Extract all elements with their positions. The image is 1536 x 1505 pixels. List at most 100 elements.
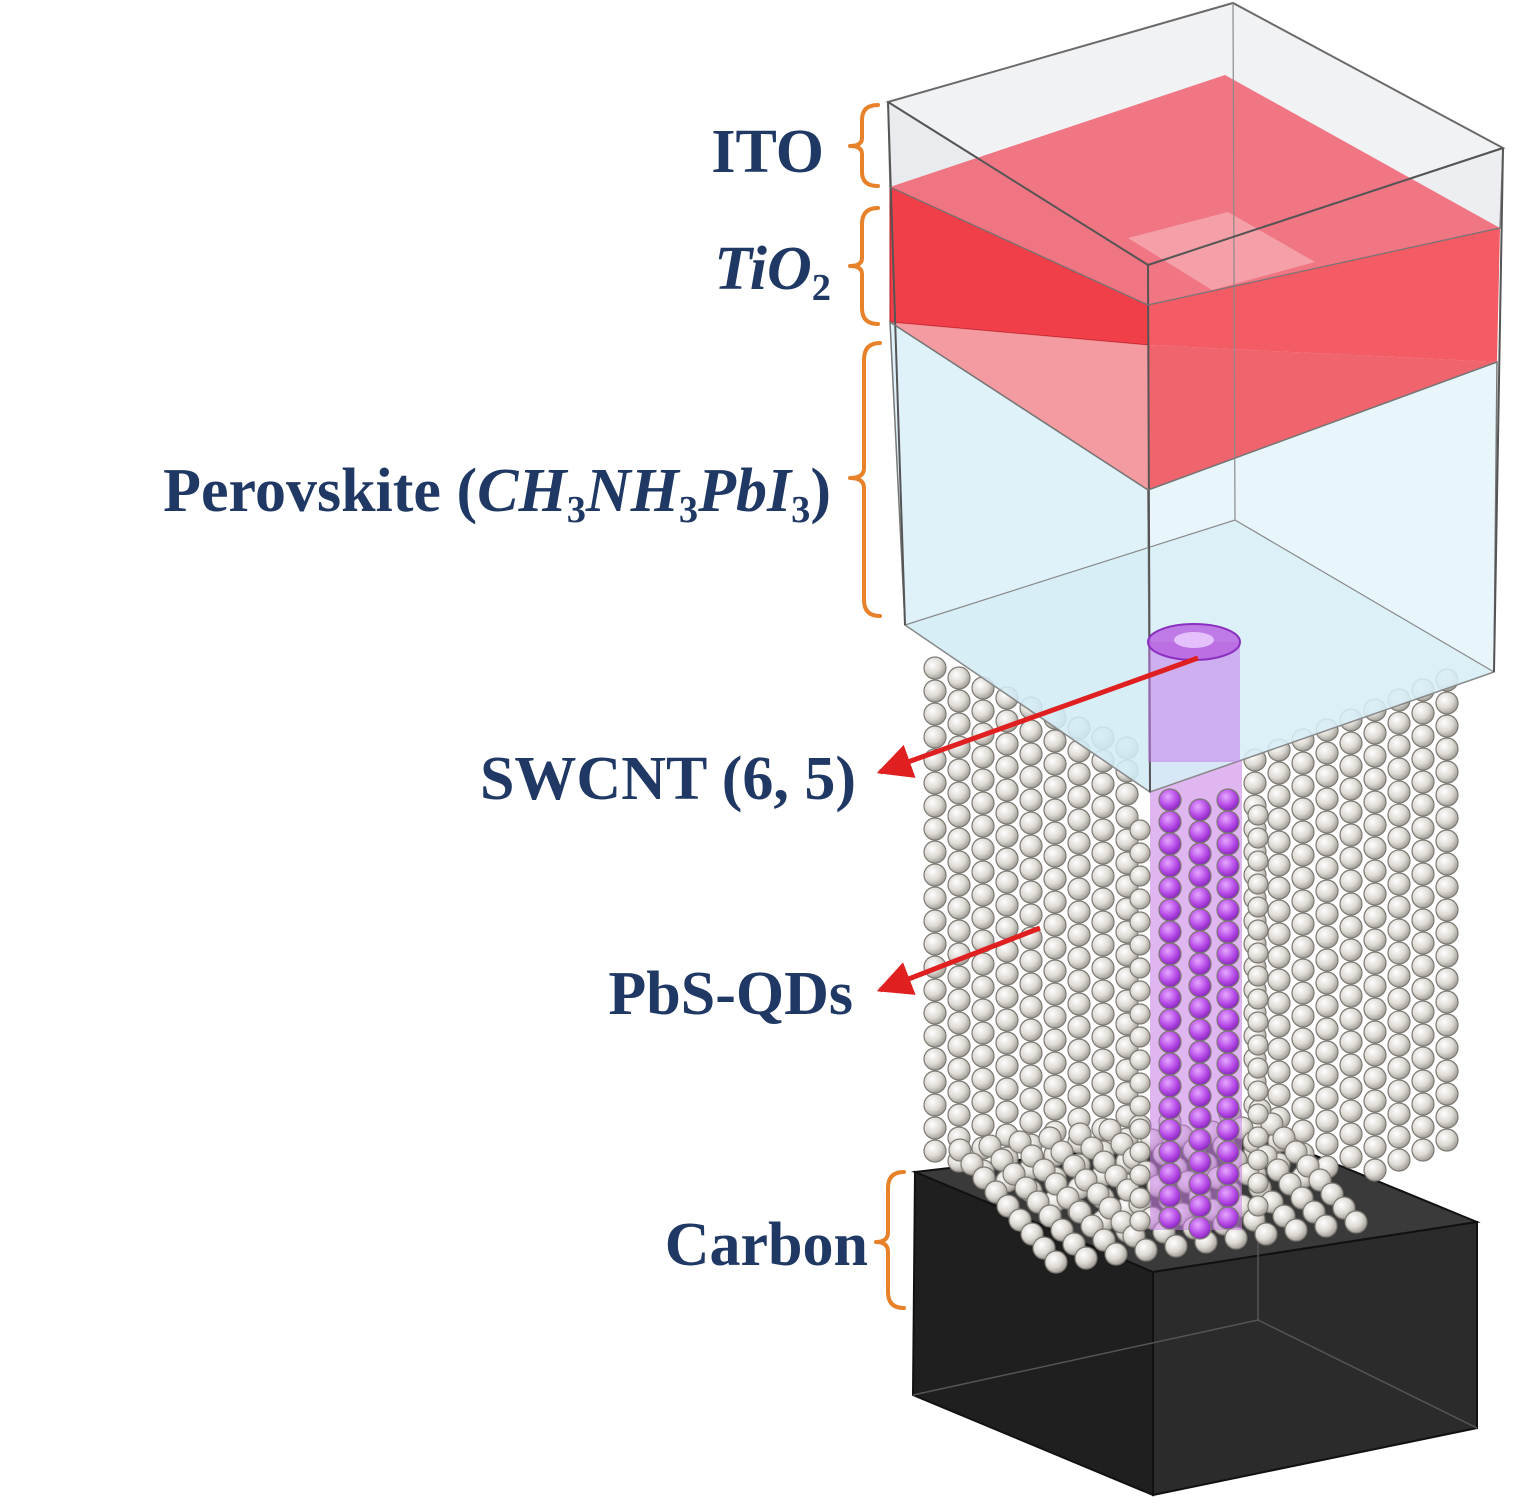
quantum-dot [923, 817, 947, 841]
quantum-dot [947, 1034, 971, 1058]
quantum-dot [995, 962, 1019, 986]
quantum-dot [1091, 1094, 1115, 1118]
nanotube-atom [1158, 854, 1182, 878]
quantum-dot [1043, 959, 1067, 983]
quantum-dot [1339, 869, 1363, 893]
quantum-dot [947, 781, 971, 805]
quantum-dot [947, 1057, 971, 1081]
quantum-dot [971, 1067, 995, 1091]
quantum-dot [1387, 803, 1411, 827]
nanotube-atom [1158, 1206, 1182, 1230]
quantum-dot [971, 1090, 995, 1114]
quantum-dot [1387, 711, 1411, 735]
quantum-dot [1247, 1034, 1269, 1056]
quantum-dot [1411, 885, 1435, 909]
quantum-dot [1339, 731, 1363, 755]
quantum-dot [1134, 1238, 1158, 1262]
quantum-dot [1363, 1158, 1387, 1182]
quantum-dot [971, 952, 995, 976]
quantum-dot [1267, 761, 1291, 785]
quantum-dot [1339, 1076, 1363, 1100]
quantum-dot [971, 791, 995, 815]
quantum-dot [1267, 1060, 1291, 1084]
quantum-dot [947, 666, 971, 690]
quantum-dot [1387, 941, 1411, 965]
quantum-dot [923, 863, 947, 887]
quantum-dot [1043, 890, 1067, 914]
quantum-dot [971, 814, 995, 838]
quantum-dot [1019, 1064, 1043, 1088]
quantum-dot [1411, 862, 1435, 886]
quantum-dot [1043, 913, 1067, 937]
quantum-dot [1247, 1126, 1269, 1148]
quantum-dot [1019, 903, 1043, 927]
quantum-dot [1043, 1028, 1067, 1052]
quantum-dot [923, 1024, 947, 1048]
transparent-cell-box [885, 1, 1506, 794]
quantum-dot [1164, 1234, 1188, 1258]
nanotube-atom [1188, 1216, 1212, 1240]
quantum-dot [1387, 757, 1411, 781]
nanotube-atom [1216, 1096, 1240, 1120]
nanotube-atom [1216, 942, 1240, 966]
quantum-dot [1091, 1048, 1115, 1072]
quantum-dot [995, 870, 1019, 894]
quantum-dot [995, 824, 1019, 848]
quantum-dot [1284, 1218, 1308, 1242]
quantum-dot [1043, 821, 1067, 845]
quantum-dot [1315, 1086, 1339, 1110]
quantum-dot [1411, 1000, 1435, 1024]
quantum-dot [1363, 928, 1387, 952]
quantum-dot [1019, 788, 1043, 812]
quantum-dot [1019, 857, 1043, 881]
quantum-dot [1043, 1005, 1067, 1029]
quantum-dot [1315, 902, 1339, 926]
nanotube-atom [1216, 986, 1240, 1010]
quantum-dot [1363, 905, 1387, 929]
quantum-dot [1129, 842, 1151, 864]
quantum-dot [1344, 1210, 1368, 1234]
quantum-dot [1363, 951, 1387, 975]
quantum-dot [1339, 1099, 1363, 1123]
nanotube-atom [1188, 820, 1212, 844]
quantum-dot [1043, 1051, 1067, 1075]
quantum-dot [1339, 1122, 1363, 1146]
quantum-dot [1091, 887, 1115, 911]
quantum-dot [1019, 719, 1043, 743]
quantum-dot [1315, 1109, 1339, 1133]
quantum-dot [1291, 1027, 1315, 1051]
quantum-dot [1435, 1036, 1459, 1060]
quantum-dot [995, 755, 1019, 779]
quantum-dot [1129, 1049, 1151, 1071]
nanotube-atom [1188, 908, 1212, 932]
quantum-dot [1435, 737, 1459, 761]
quantum-dot [1019, 880, 1043, 904]
tio2-label: TiO2 [714, 238, 831, 307]
quantum-dot [971, 1113, 995, 1137]
quantum-dot [995, 985, 1019, 1009]
quantum-dot [1247, 1195, 1269, 1217]
layer-brackets [848, 103, 906, 1310]
quantum-dot [971, 975, 995, 999]
quantum-dot [1339, 915, 1363, 939]
nanotube-atom [1158, 1052, 1182, 1076]
quantum-dot [1291, 1050, 1315, 1074]
quantum-dot [1067, 923, 1091, 947]
quantum-dot [1339, 892, 1363, 916]
nanotube-atom [1188, 930, 1212, 954]
nanotube-atom [1158, 920, 1182, 944]
quantum-dot [923, 679, 947, 703]
pbs-arrow [876, 925, 1041, 995]
nanotube-atom [1188, 1062, 1212, 1086]
quantum-dot [923, 702, 947, 726]
quantum-dot [995, 1008, 1019, 1032]
quantum-dot [1363, 1066, 1387, 1090]
quantum-dot [923, 1047, 947, 1071]
nanotube-atom [1158, 1118, 1182, 1142]
quantum-dot [1339, 938, 1363, 962]
quantum-dot [1267, 945, 1291, 969]
quantum-dot [995, 847, 1019, 871]
quantum-dot [1291, 866, 1315, 890]
quantum-dot [947, 804, 971, 828]
